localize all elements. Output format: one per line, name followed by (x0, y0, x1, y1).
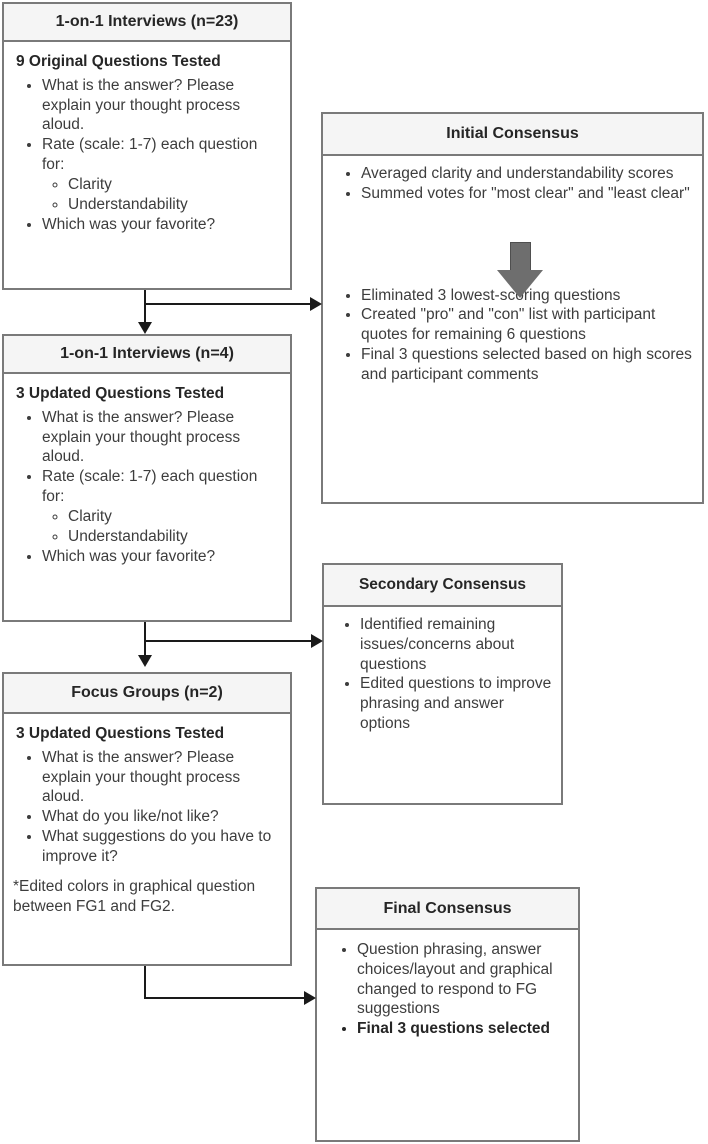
node-subtitle-focus-groups: 3 Updated Questions Tested (16, 725, 225, 742)
arrow-down-to-interviews-n4 (138, 322, 152, 334)
list-item: Question phrasing, answer choices/layout… (357, 940, 570, 1019)
list-item: What is the answer? Please explain your … (42, 408, 282, 467)
node-body-final-consensus: Question phrasing, answer choices/layout… (317, 930, 578, 1043)
node-interviews-n23[interactable]: 1-on-1 Interviews (n=23) 9 Original Ques… (2, 2, 292, 290)
list-item: Final 3 questions selected based on high… (361, 345, 694, 385)
node-final-consensus[interactable]: Final Consensus Question phrasing, answe… (315, 887, 580, 1142)
list-item: Eliminated 3 lowest-scoring questions (361, 286, 694, 306)
connector-branch-1-right (144, 303, 312, 305)
list-item: Which was your favorite? (42, 215, 282, 235)
sub-list-item: Clarity (68, 175, 282, 195)
bullet-list: What is the answer? Please explain your … (12, 748, 282, 867)
connector-branch-2-right (144, 640, 313, 642)
arrow-down-to-focus-groups (138, 655, 152, 667)
list-item: What is the answer? Please explain your … (42, 76, 282, 135)
node-subtitle-interviews-n4: 3 Updated Questions Tested (16, 385, 225, 402)
bullet-list: Identified remaining issues/concerns abo… (332, 615, 553, 734)
list-item: Rate (scale: 1-7) each question for: Cla… (42, 467, 282, 546)
connector-stem-1 (144, 290, 146, 332)
arrow-right-to-initial-consensus (310, 297, 322, 311)
down-arrow-shaft (510, 242, 531, 272)
list-item: Summed votes for "most clear" and "least… (361, 184, 694, 204)
list-item: Identified remaining issues/concerns abo… (360, 615, 553, 674)
node-header-initial-consensus: Initial Consensus (323, 114, 702, 156)
connector-branch-3-right (144, 997, 306, 999)
node-header-final-consensus: Final Consensus (317, 889, 578, 930)
node-body-interviews-n23: 9 Original Questions Tested What is the … (4, 42, 290, 238)
node-initial-consensus[interactable]: Initial Consensus Averaged clarity and u… (321, 112, 704, 504)
list-item-text: What is the answer? Please explain your … (42, 408, 241, 466)
node-body-secondary-consensus: Identified remaining issues/concerns abo… (324, 607, 561, 738)
sub-bullet-list: Clarity Understandability (42, 507, 282, 547)
connector-stem-2 (144, 622, 146, 664)
list-item-text: Which was your favorite? (42, 547, 216, 565)
node-focus-groups[interactable]: Focus Groups (n=2) 3 Updated Questions T… (2, 672, 292, 966)
arrow-right-to-final-consensus (304, 991, 316, 1005)
list-item-text: What is the answer? Please explain your … (42, 76, 241, 134)
node-header-interviews-n23: 1-on-1 Interviews (n=23) (4, 4, 290, 42)
node-interviews-n4[interactable]: 1-on-1 Interviews (n=4) 3 Updated Questi… (2, 334, 292, 622)
node-body-initial-consensus: Averaged clarity and understandability s… (323, 156, 702, 389)
arrow-right-to-secondary-consensus (311, 634, 323, 648)
sub-list-item: Understandability (68, 527, 282, 547)
sub-list-item: Understandability (68, 195, 282, 215)
node-subtitle-interviews-n23: 9 Original Questions Tested (16, 53, 221, 70)
sub-bullet-list: Clarity Understandability (42, 175, 282, 215)
list-item: What do you like/not like? (42, 807, 282, 827)
bullet-list: What is the answer? Please explain your … (12, 408, 282, 567)
footnote-text: *Edited colors in graphical question bet… (13, 877, 256, 915)
list-item: Created "pro" and "con" list with partic… (361, 305, 694, 345)
list-item: Averaged clarity and understandability s… (361, 164, 694, 184)
bullet-list: Question phrasing, answer choices/layout… (325, 940, 570, 1039)
bullet-list-after: Eliminated 3 lowest-scoring questions Cr… (331, 286, 694, 385)
list-item: Which was your favorite? (42, 547, 282, 567)
node-body-interviews-n4: 3 Updated Questions Tested What is the a… (4, 374, 290, 570)
down-arrow-head (497, 270, 543, 298)
bullet-list-before: Averaged clarity and understandability s… (331, 164, 694, 204)
node-secondary-consensus[interactable]: Secondary Consensus Identified remaining… (322, 563, 563, 805)
connector-stem-3 (144, 966, 146, 999)
list-item: Edited questions to improve phrasing and… (360, 674, 553, 733)
list-item: What is the answer? Please explain your … (42, 748, 282, 807)
down-arrow-icon (497, 242, 543, 300)
list-item-text: Rate (scale: 1-7) each question for: (42, 468, 258, 506)
node-header-focus-groups: Focus Groups (n=2) (4, 674, 290, 714)
list-item: Rate (scale: 1-7) each question for: Cla… (42, 135, 282, 214)
bullet-list: What is the answer? Please explain your … (12, 76, 282, 235)
list-item-text: Rate (scale: 1-7) each question for: (42, 136, 258, 174)
list-item-text: Which was your favorite? (42, 215, 216, 233)
list-item: What suggestions do you have to improve … (42, 827, 282, 867)
node-body-focus-groups: 3 Updated Questions Tested What is the a… (4, 714, 290, 920)
list-item: Final 3 questions selected (357, 1019, 570, 1039)
sub-list-item: Clarity (68, 507, 282, 527)
node-header-secondary-consensus: Secondary Consensus (324, 565, 561, 607)
node-header-interviews-n4: 1-on-1 Interviews (n=4) (4, 336, 290, 374)
